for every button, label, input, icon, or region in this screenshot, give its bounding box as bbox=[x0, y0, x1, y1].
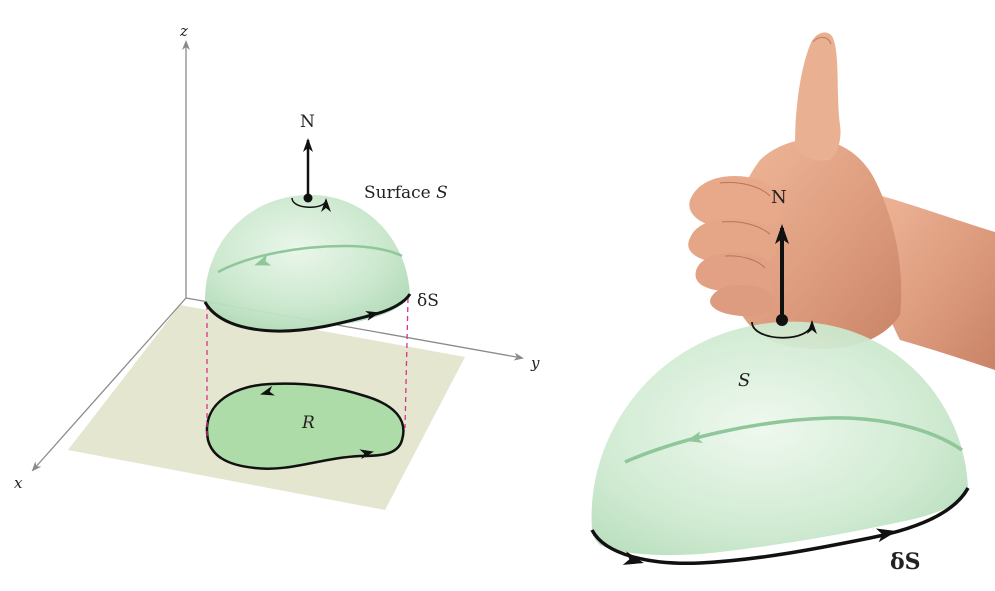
y-axis-label: y bbox=[530, 354, 540, 372]
z-axis-label: z bbox=[179, 22, 188, 40]
right-hand-illustration bbox=[688, 32, 995, 370]
right-figure: N S δS bbox=[590, 32, 995, 575]
surface-label-right: S bbox=[738, 370, 750, 391]
surface-label: Surface S bbox=[364, 183, 448, 203]
normal-base-dot-right bbox=[776, 314, 788, 326]
dome-latitude-line-right bbox=[624, 416, 963, 464]
surface-s-dome-right bbox=[591, 321, 968, 556]
boundary-label: δS bbox=[417, 291, 439, 311]
normal-label-right: N bbox=[771, 187, 787, 208]
x-axis-label: x bbox=[14, 474, 23, 492]
normal-base-dot bbox=[303, 193, 313, 203]
circulation-arc bbox=[291, 197, 331, 213]
dome-latitude-line bbox=[217, 244, 403, 274]
boundary-label-right: δS bbox=[890, 549, 921, 575]
circulation-arc-right bbox=[751, 320, 817, 339]
x-axis bbox=[31, 297, 187, 472]
projection-line-right bbox=[404, 297, 409, 429]
left-figure: z y x R N Surface S δS bbox=[14, 22, 540, 510]
boundary-curve bbox=[203, 293, 412, 333]
surface-s-dome bbox=[205, 194, 410, 332]
region-r bbox=[205, 382, 405, 470]
normal-label: N bbox=[300, 112, 315, 132]
region-label: R bbox=[301, 413, 315, 433]
